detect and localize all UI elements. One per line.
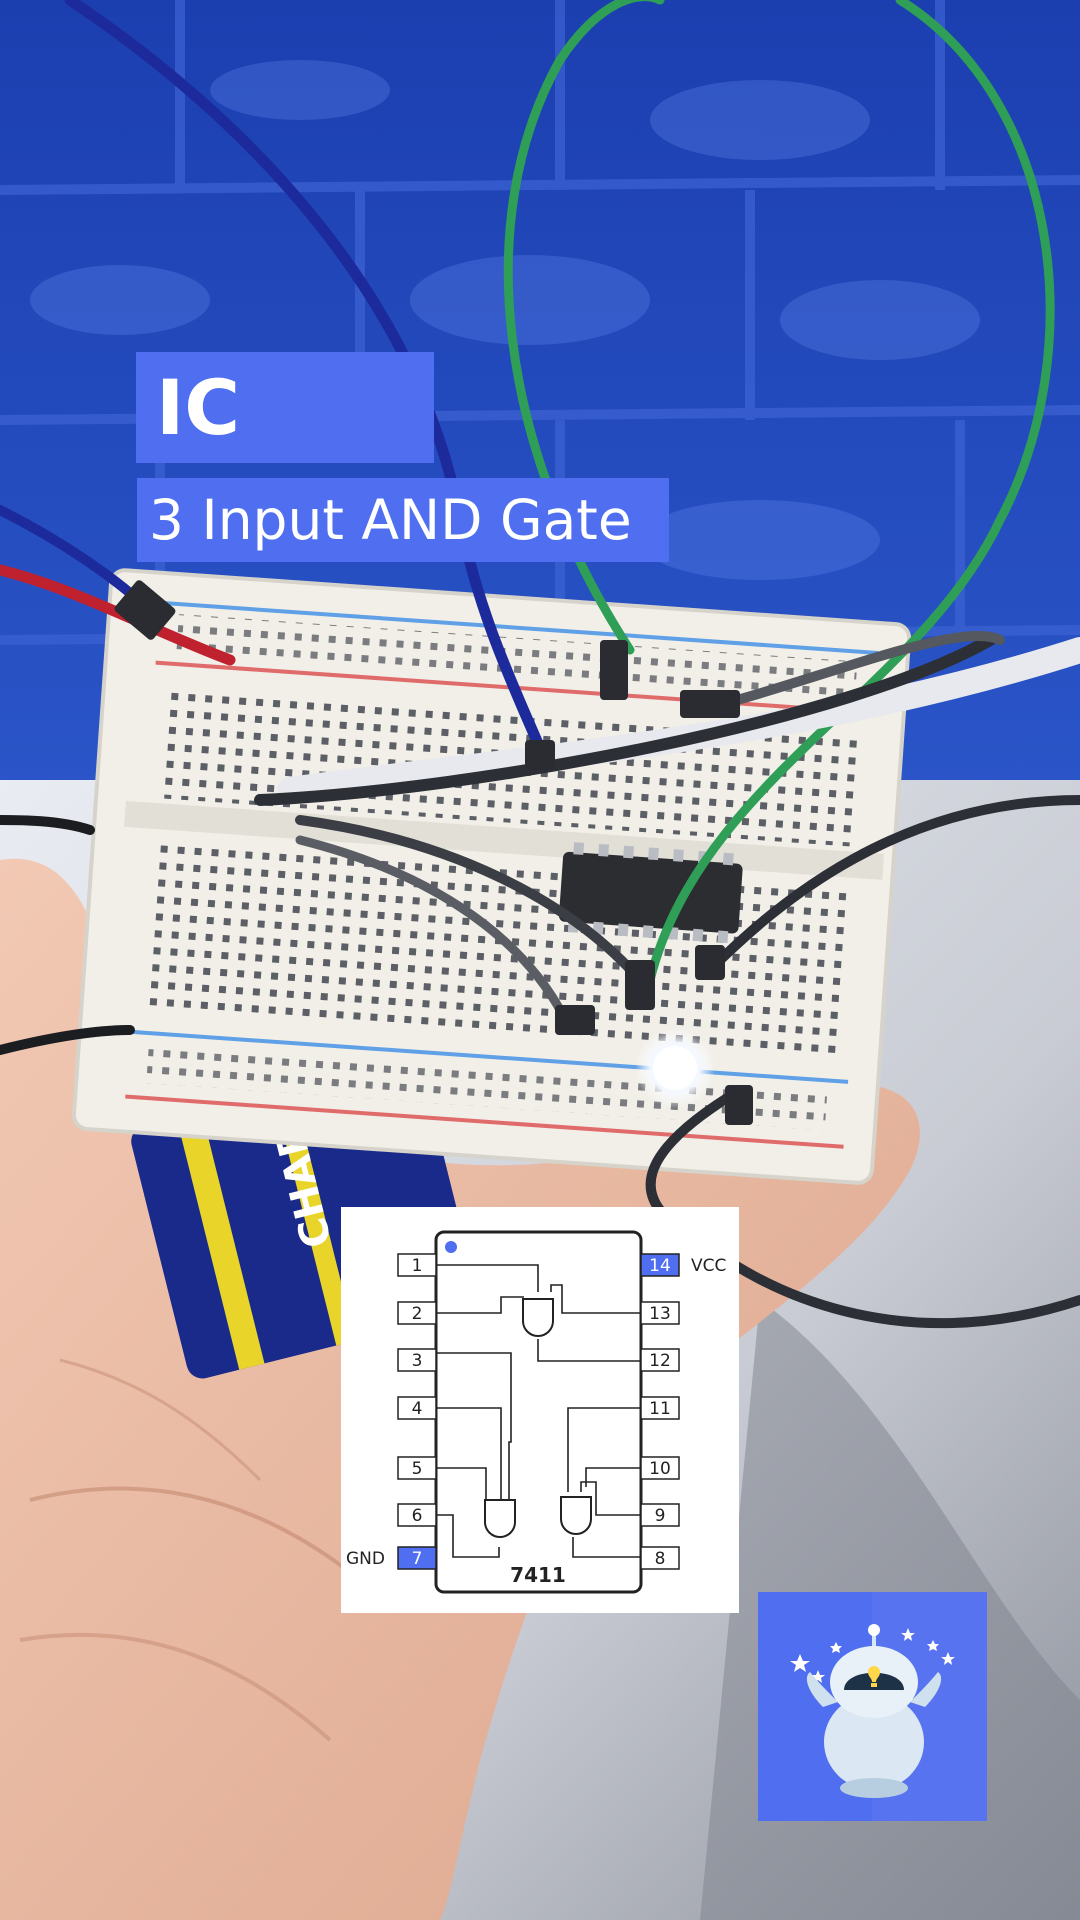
ic-pinout-diagram: 1 2 3 4 5 6 7 14 13 12 11 10 bbox=[341, 1207, 739, 1613]
pin-11: 11 bbox=[649, 1399, 671, 1419]
chip-label: 7411 bbox=[510, 1563, 566, 1587]
pin-13: 13 bbox=[649, 1304, 671, 1324]
pin-14: 14 bbox=[649, 1256, 671, 1276]
and-gates bbox=[484, 1298, 592, 1538]
pin-2: 2 bbox=[412, 1304, 423, 1324]
pin-8: 8 bbox=[655, 1549, 666, 1569]
title-main: IC 7411 bbox=[136, 352, 434, 563]
pin-3: 3 bbox=[412, 1351, 423, 1371]
title-subtitle: 3 Input AND Gate bbox=[137, 478, 669, 562]
pin-7: 7 bbox=[412, 1549, 423, 1569]
and-gate-bottom-right bbox=[560, 1496, 592, 1535]
left-pins: 1 2 3 4 5 6 7 bbox=[397, 1253, 437, 1570]
pin-12: 12 bbox=[649, 1351, 671, 1371]
pin-6: 6 bbox=[412, 1506, 423, 1526]
robot-mascot-icon bbox=[758, 1592, 987, 1821]
vcc-label: VCC bbox=[691, 1256, 726, 1276]
gnd-label: GND bbox=[346, 1549, 385, 1569]
pin-10: 10 bbox=[649, 1459, 671, 1479]
pin-5: 5 bbox=[412, 1459, 423, 1479]
pin-9: 9 bbox=[655, 1506, 666, 1526]
pin-4: 4 bbox=[412, 1399, 423, 1419]
pin-1: 1 bbox=[412, 1256, 423, 1276]
gate-wiring bbox=[436, 1264, 641, 1558]
and-gate-bottom-left bbox=[484, 1499, 516, 1538]
and-gate-top bbox=[522, 1298, 554, 1337]
pin1-marker-dot bbox=[445, 1241, 457, 1253]
right-pins: 14 13 12 11 10 9 8 bbox=[640, 1253, 680, 1570]
